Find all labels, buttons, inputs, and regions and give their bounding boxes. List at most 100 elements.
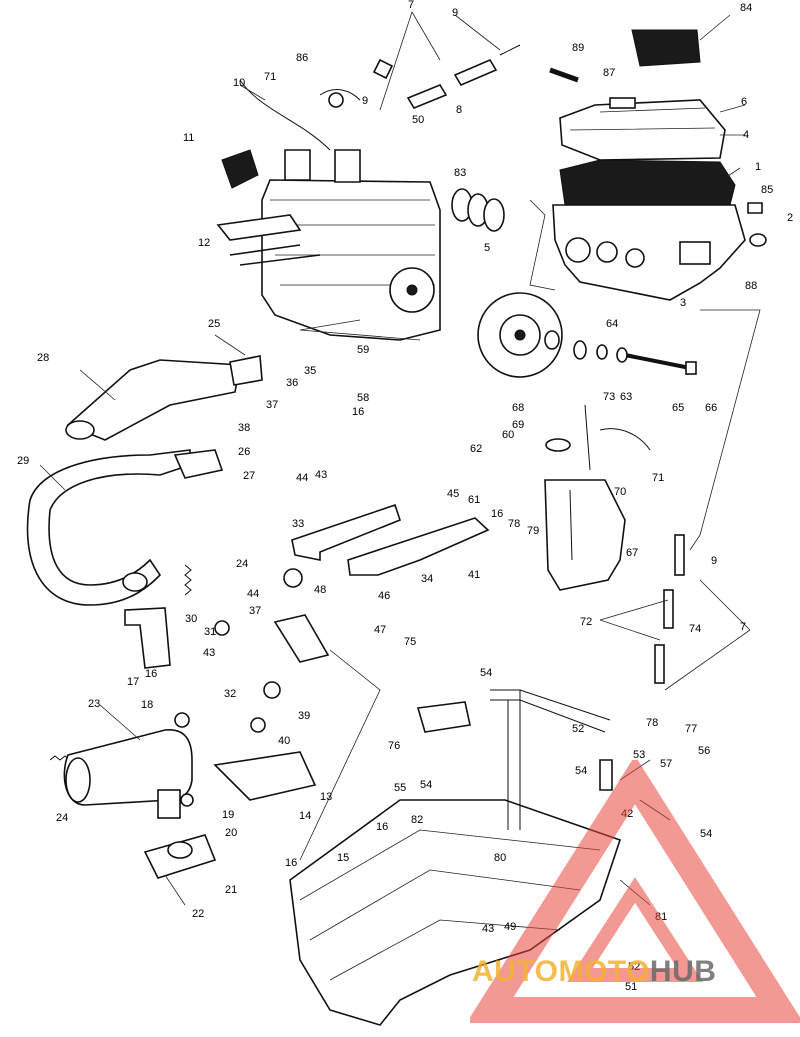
- callout-53: 53: [633, 749, 645, 761]
- callout-11: 11: [183, 132, 194, 144]
- callout-54-a: 54: [480, 667, 492, 679]
- callout-39: 39: [298, 710, 310, 722]
- callout-78-b: 78: [646, 717, 658, 729]
- callout-30: 30: [185, 613, 197, 625]
- callout-38: 38: [238, 422, 250, 434]
- callout-54-d: 54: [700, 828, 712, 840]
- callout-89: 89: [572, 42, 584, 54]
- callout-5: 5: [484, 242, 490, 254]
- callout-29: 29: [17, 455, 29, 467]
- fuel-line-72: [654, 534, 685, 684]
- muffler-23: [63, 729, 193, 819]
- airbox-filter-element: [559, 159, 736, 206]
- callout-60: 60: [502, 429, 514, 441]
- callout-57: 57: [660, 758, 672, 770]
- callout-72: 72: [580, 616, 592, 628]
- callout-9-right: 9: [711, 555, 717, 567]
- callout-45: 45: [447, 488, 459, 500]
- callout-34: 34: [421, 573, 433, 585]
- callout-44-b: 44: [247, 588, 259, 600]
- steering-bracket-76: [416, 701, 471, 733]
- snap-clip: [747, 202, 767, 247]
- callout-10: 10: [233, 77, 245, 89]
- oil-tank-67: [544, 438, 626, 591]
- callout-27: 27: [243, 470, 255, 482]
- steering-post: [490, 689, 611, 830]
- callout-26: 26: [238, 446, 250, 458]
- callout-8: 8: [456, 104, 462, 116]
- spark-plug-leads: [239, 58, 394, 151]
- bracket-89: [549, 67, 579, 83]
- engine-mount-33: [291, 503, 401, 561]
- bracket-31: [124, 607, 171, 669]
- fuel-line-7: [406, 44, 521, 109]
- oil-line-71: [584, 404, 651, 471]
- callout-58: 58: [357, 392, 369, 404]
- engine-block: [216, 149, 441, 341]
- callout-85: 85: [761, 184, 773, 196]
- airbox-base: [552, 204, 746, 301]
- callout-9-top: 9: [452, 7, 458, 19]
- callout-37-b: 37: [249, 605, 261, 617]
- rubber-mounts: [174, 568, 303, 807]
- callout-86: 86: [296, 52, 308, 64]
- callout-24-a: 24: [236, 558, 248, 570]
- callout-64: 64: [606, 318, 618, 330]
- wordmark-part2: HUB: [649, 955, 717, 988]
- callout-73: 73: [603, 391, 615, 403]
- callout-65: 65: [672, 402, 684, 414]
- callout-52-a: 52: [572, 723, 584, 735]
- callout-44-a: 44: [296, 472, 308, 484]
- bracket-13: [213, 751, 317, 801]
- callout-43-c: 43: [482, 923, 494, 935]
- callout-17: 17: [127, 676, 139, 688]
- callout-4: 4: [743, 129, 749, 141]
- recoil-starter: [477, 292, 563, 378]
- automotohub-wordmark: AUTOMOTOHUB: [472, 955, 716, 989]
- callout-1: 1: [755, 161, 761, 173]
- callout-20: 20: [225, 827, 237, 839]
- callout-40: 40: [278, 735, 290, 747]
- callout-49: 49: [504, 921, 516, 933]
- callout-42: 42: [621, 808, 633, 820]
- callout-77: 77: [685, 723, 697, 735]
- callout-18: 18: [141, 699, 153, 711]
- callout-16-e: 16: [285, 857, 297, 869]
- callout-61: 61: [468, 494, 480, 506]
- ignition-coil: [221, 149, 259, 189]
- washers: [544, 330, 628, 363]
- engine-mount-34: [347, 517, 490, 576]
- muffler-bracket-21: [143, 834, 217, 879]
- airbox-lid: [559, 97, 726, 161]
- callout-71-top: 71: [264, 71, 276, 83]
- exhaust-manifold-flange: [229, 355, 263, 386]
- air-filter-foam: [631, 29, 701, 67]
- callout-84: 84: [740, 2, 752, 14]
- callout-25: 25: [208, 318, 220, 330]
- callout-19: 19: [222, 809, 234, 821]
- callout-47: 47: [374, 624, 386, 636]
- callout-7-top: 7: [408, 0, 414, 11]
- callout-28: 28: [37, 352, 49, 364]
- bracket-53: [599, 759, 613, 791]
- callout-81: 81: [655, 911, 667, 923]
- callout-7-right: 7: [740, 621, 746, 633]
- callout-16-a: 16: [352, 406, 364, 418]
- callout-71-b: 71: [652, 472, 664, 484]
- callout-43-b: 43: [203, 647, 215, 659]
- bracket-48: [273, 614, 330, 663]
- callout-69: 69: [512, 419, 524, 431]
- callout-74: 74: [689, 623, 701, 635]
- callout-63: 63: [620, 391, 632, 403]
- callout-35: 35: [304, 365, 316, 377]
- callout-13: 13: [320, 791, 332, 803]
- callout-87: 87: [603, 67, 615, 79]
- callout-9-mid: 9: [362, 95, 368, 107]
- callout-24-b: 24: [56, 812, 68, 824]
- callout-41: 41: [468, 569, 480, 581]
- callout-82: 82: [411, 814, 423, 826]
- callout-46: 46: [378, 590, 390, 602]
- callout-75: 75: [404, 636, 416, 648]
- callout-56: 56: [698, 745, 710, 757]
